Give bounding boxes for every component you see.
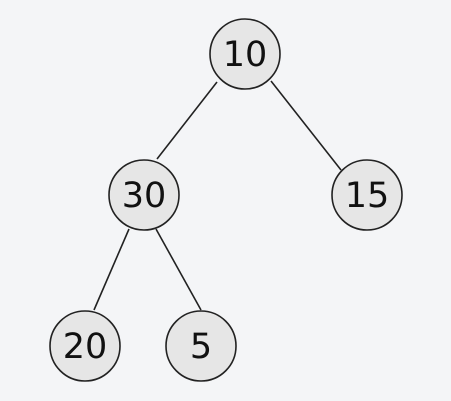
tree-node-20: 20 [49,310,121,382]
node-circle-20 [49,310,121,382]
node-circle-15 [331,159,403,231]
node-label-30: 30 [122,176,167,216]
edge-30-20 [93,228,130,311]
node-label-10: 10 [223,35,268,75]
node-label-5: 5 [190,327,212,367]
node-circle-5 [165,310,237,382]
edge-30-5 [155,228,202,311]
tree-node-30: 30 [108,159,180,231]
node-circle-30 [108,159,180,231]
tree-node-15: 15 [331,159,403,231]
node-circle-10 [209,18,281,90]
edge-10-15 [270,80,342,171]
edge-10-30 [156,81,218,160]
node-label-15: 15 [345,176,390,216]
tree-node-5: 5 [165,310,237,382]
edges-group [93,80,342,311]
node-label-20: 20 [63,327,108,367]
tree-node-10: 10 [209,18,281,90]
nodes-group: 10 30 15 20 5 [49,18,403,382]
